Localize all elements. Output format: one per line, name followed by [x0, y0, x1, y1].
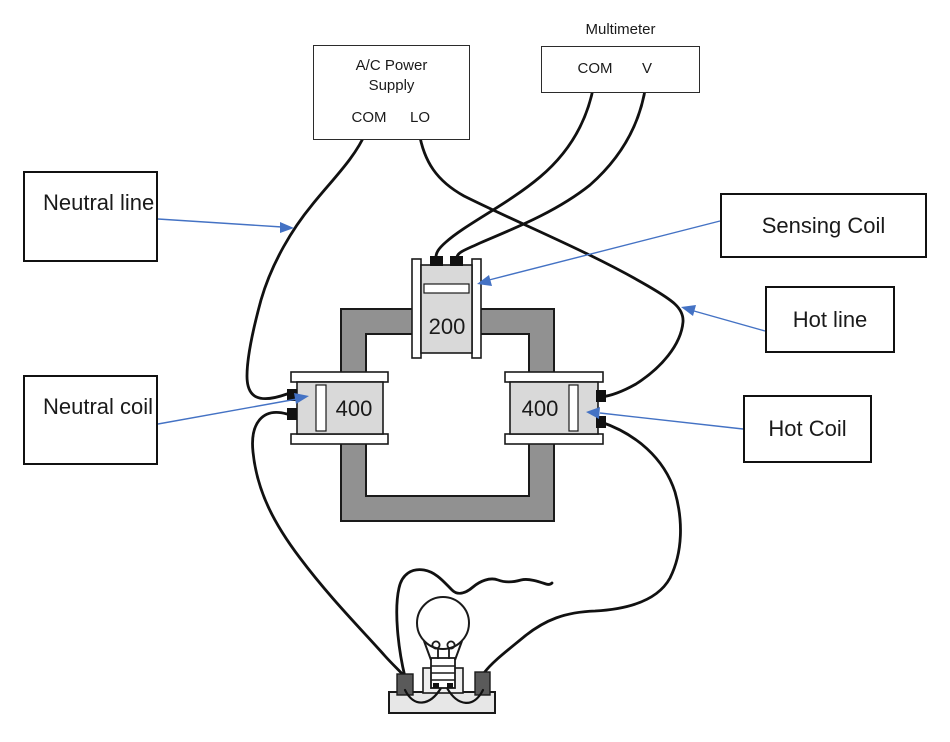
neutral-coil-terminal-top [287, 389, 297, 401]
hot-coil-slot [568, 384, 579, 432]
sensing-coil-flange-left [411, 258, 422, 359]
neutral-coil-terminal-bottom [287, 408, 297, 420]
wire-neutral-line [245, 130, 368, 401]
neutral-coil-arrowhead [294, 393, 309, 404]
hot-line-arrowhead [681, 305, 696, 316]
neutral-coil-turns-label: 400 [336, 396, 373, 421]
sensing-coil-arrowhead [477, 275, 492, 286]
power-supply-box: A/C Power Supply COM LO [313, 45, 470, 140]
neutral-line-arrowhead [280, 222, 294, 233]
hot-coil-arrow [599, 412, 744, 430]
hot-coil-body [509, 381, 599, 435]
callout-sensing-coil: Sensing Coil [720, 193, 927, 258]
power-supply-com-terminal-label: COM [351, 109, 387, 126]
sensing-coil-flange-right [471, 258, 482, 359]
callout-neutral-coil: Neutral coil [23, 375, 158, 465]
wire-hot-line [417, 130, 685, 399]
power-supply-lo-terminal-label: LO [409, 109, 431, 126]
wire-loose-squiggle [395, 568, 554, 679]
bulb-glass [416, 596, 470, 650]
wire-neutral-coil-to-bulb [251, 411, 406, 678]
hot-coil-flange-bottom [504, 433, 604, 445]
bulb-post-right [474, 671, 491, 696]
multimeter-v-terminal-label: V [641, 60, 653, 77]
neutral-coil-body [296, 381, 384, 435]
light-bulb-assembly [388, 596, 496, 714]
neutral-coil-slot [315, 384, 327, 432]
neutral-line-arrow [157, 218, 283, 228]
callout-arrows [157, 218, 766, 430]
neutral-coil-flange-top [290, 371, 389, 383]
bulb-base-wires [403, 686, 485, 704]
hot-coil-turns-label: 400 [522, 396, 559, 421]
hot-coil: 400 [504, 371, 606, 445]
bulb-screw-threads [431, 665, 455, 681]
bulb-filament-stems [437, 649, 450, 659]
hot-line-arrow [693, 310, 766, 332]
callout-hot-line: Hot line [765, 286, 895, 353]
callout-neutral-line: Neutral line [23, 171, 158, 262]
neutral-coil: 400 [287, 371, 389, 445]
sensing-coil-arrow [488, 220, 721, 281]
neutral-coil-flange-bottom [290, 433, 389, 445]
power-supply-title: A/C Power Supply [355, 57, 428, 94]
sensing-coil-terminal-right [450, 256, 463, 266]
sensing-coil-slot [423, 283, 470, 294]
wiring [245, 82, 685, 679]
bulb-contact-left [433, 683, 439, 688]
hot-coil-arrowhead [586, 407, 600, 419]
sensing-coil-terminal-left [430, 256, 443, 266]
callout-hot-coil: Hot Coil [743, 395, 872, 463]
bulb-contact-right [447, 683, 453, 688]
multimeter-com-terminal-label: COM [577, 60, 613, 77]
wire-hot-coil-to-bulb [482, 420, 682, 675]
wire-multimeter-com-to-sensing [434, 82, 596, 259]
sensing-coil-turns-label: 200 [429, 314, 466, 339]
multimeter-box: COM V [541, 46, 700, 93]
sensing-coil-body [420, 264, 473, 354]
neutral-coil-arrow [157, 398, 298, 425]
bulb-neck [423, 640, 463, 661]
bulb-post-left [396, 673, 414, 696]
multimeter-title: Multimeter [585, 21, 656, 38]
hot-coil-flange-top [504, 371, 604, 383]
wire-multimeter-v-to-sensing [455, 82, 648, 259]
sensing-coil: 200 [411, 256, 482, 359]
